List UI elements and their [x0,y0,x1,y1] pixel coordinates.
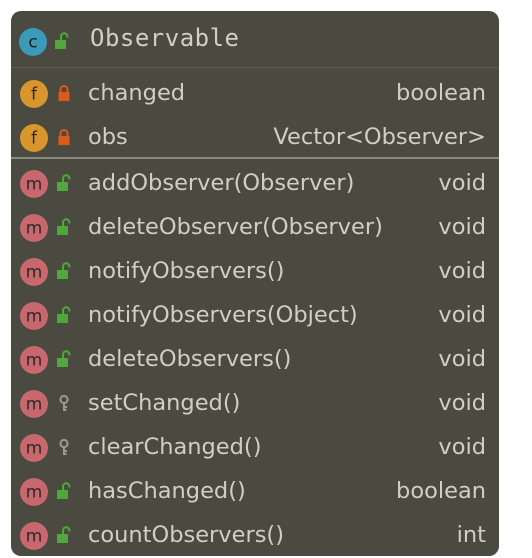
member-type: int [456,522,486,548]
method-row: m countObservers() int [11,513,499,556]
member-name: setChanged() [88,390,241,416]
field-row: f obs Vector<Observer> [11,115,499,159]
method-icon: m [19,345,49,375]
member-type: void [438,170,486,196]
svg-text:f: f [31,85,38,105]
key-icon [56,394,74,412]
member-type: void [438,434,486,460]
member-type: void [438,302,486,328]
class-header: c Observable [11,11,499,67]
unlocked-padlock-icon [56,174,74,192]
member-type: void [438,214,486,240]
unlocked-padlock-icon [56,306,74,324]
locked-padlock-icon [56,128,74,146]
field-row: f changed boolean [11,71,499,115]
class-icon: c [18,27,48,57]
svg-text:m: m [26,527,43,547]
svg-text:m: m [26,483,43,503]
member-name: notifyObservers(Object) [88,302,358,328]
method-row: m notifyObservers(Object) void [11,293,499,337]
svg-text:f: f [31,129,38,149]
class-name: Observable [90,24,240,52]
svg-text:m: m [26,307,43,327]
member-type: void [438,258,486,284]
svg-text:m: m [26,395,43,415]
method-icon: m [19,257,49,287]
member-name: deleteObserver(Observer) [88,214,383,240]
locked-padlock-icon [56,84,74,102]
field-icon: f [19,123,49,153]
method-icon: m [19,521,49,551]
member-name: clearChanged() [88,434,262,460]
member-type: Vector<Observer> [273,124,486,150]
unlocked-padlock-icon [56,262,74,280]
method-row: m addObserver(Observer) void [11,161,499,205]
unlocked-padlock-icon [56,350,74,368]
member-name: countObservers() [88,522,284,548]
method-row: m deleteObservers() void [11,337,499,381]
member-type: boolean [396,478,486,504]
member-name: notifyObservers() [88,258,285,284]
svg-text:m: m [26,351,43,371]
method-icon: m [19,389,49,419]
member-type: boolean [396,80,486,106]
method-row: m deleteObserver(Observer) void [11,205,499,249]
member-name: changed [88,80,186,106]
svg-text:m: m [26,175,43,195]
svg-text:m: m [26,263,43,283]
unlocked-padlock-icon [56,218,74,236]
method-icon: m [19,433,49,463]
member-type: void [438,346,486,372]
member-name: hasChanged() [88,478,246,504]
svg-text:m: m [26,219,43,239]
method-row: m hasChanged() boolean [11,469,499,513]
method-row: m notifyObservers() void [11,249,499,293]
member-name: deleteObservers() [88,346,292,372]
svg-text:c: c [28,33,37,53]
fields-methods-divider [11,157,499,159]
header-divider [11,67,499,68]
method-icon: m [19,213,49,243]
method-icon: m [19,301,49,331]
field-icon: f [19,79,49,109]
member-type: void [438,390,486,416]
key-icon [56,438,74,456]
method-icon: m [19,169,49,199]
svg-text:m: m [26,439,43,459]
member-name: addObserver(Observer) [88,170,355,196]
uml-class-card: c Observable f changed boolean f obs Vector<O… [11,11,499,556]
member-name: obs [88,124,128,150]
unlocked-padlock-icon [56,482,74,500]
unlocked-padlock-icon [54,32,72,50]
method-row: m clearChanged() void [11,425,499,469]
method-row: m setChanged() void [11,381,499,425]
unlocked-padlock-icon [56,526,74,544]
method-icon: m [19,477,49,507]
